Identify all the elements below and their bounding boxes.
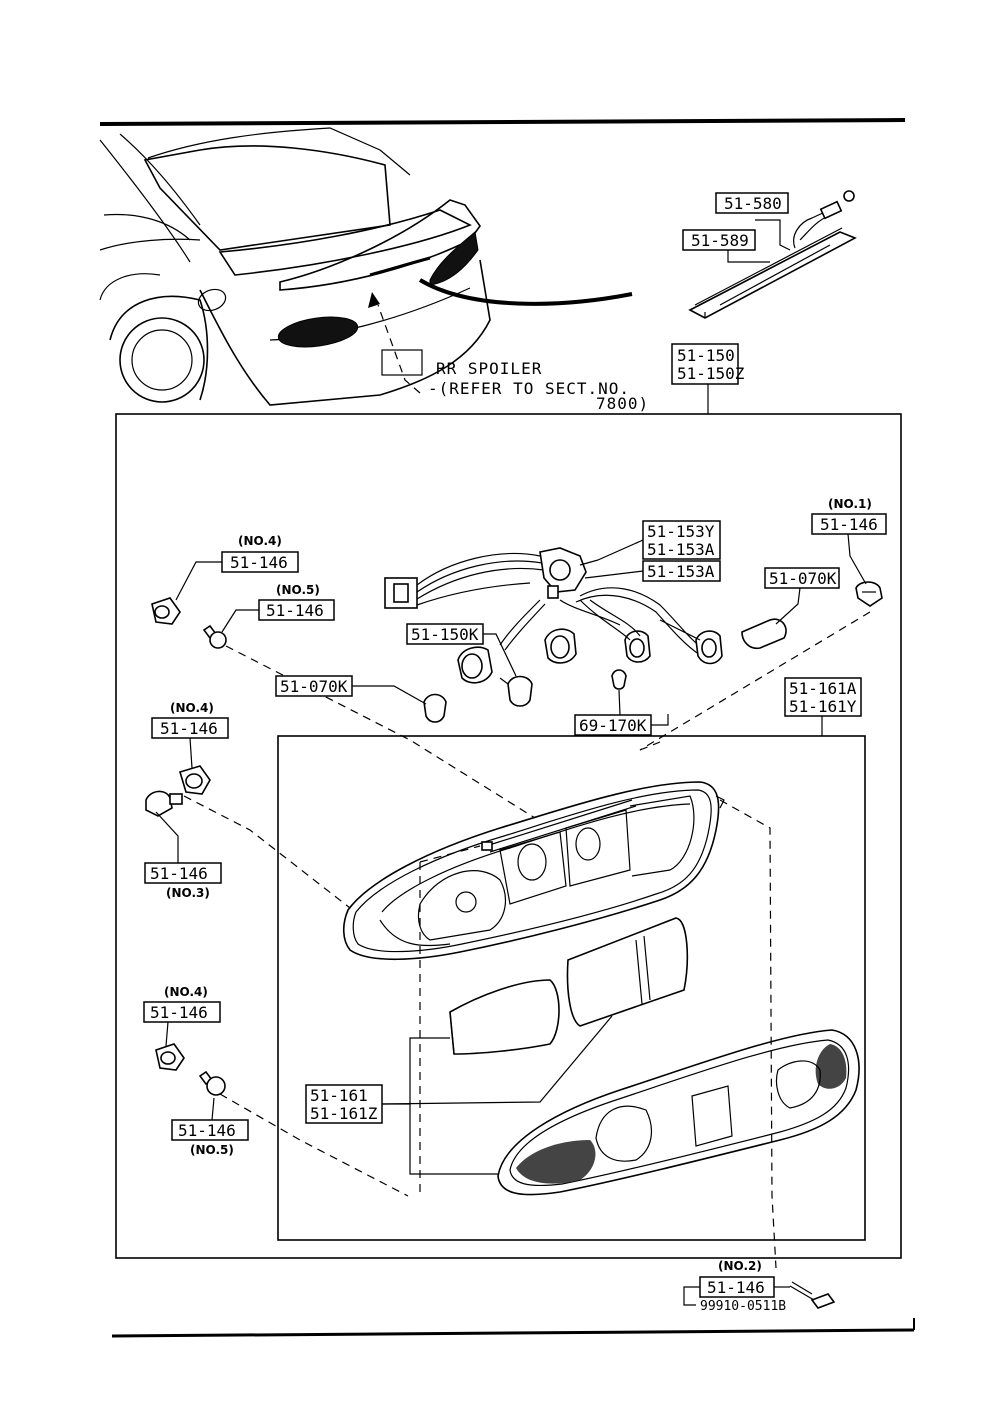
label-51-161a: 51-161A (789, 679, 857, 698)
label-51-150: 51-150 (677, 346, 735, 365)
clip-no5-top (202, 624, 227, 649)
bulb-51-070k-right (741, 618, 787, 650)
label-51-580: 51-580 (724, 194, 782, 213)
high-mount-stop-lamp (688, 190, 857, 319)
note-no4-c: (NO.4) (164, 985, 208, 999)
label-51-070k-right: 51-070K (769, 569, 837, 588)
screw-99910 (789, 1281, 836, 1309)
label-51-146-no5-a: 51-146 (266, 601, 324, 620)
label-51-161z: 51-161Z (310, 1104, 378, 1123)
lens-assembly-frame (277, 735, 866, 1241)
note-no3: (NO.3) (166, 886, 210, 900)
label-box-51-146-no5-b (171, 1119, 249, 1141)
label-51-146-no2: 51-146 (707, 1278, 765, 1297)
clip-no4-top (151, 597, 181, 625)
bulb-69-170k (611, 669, 627, 690)
note-no1: (NO.1) (828, 497, 872, 511)
label-51-153y: 51-153Y (647, 522, 715, 541)
label-box-51-146-no3 (144, 862, 222, 884)
rr-spoiler-note-line1: RR SPOILER (436, 359, 542, 378)
bottom-rule (111, 1328, 915, 1338)
clip-no4-mid (179, 765, 211, 795)
wiring-harness (384, 547, 723, 684)
clip-no1 (855, 581, 883, 607)
label-box-51-146-no1 (811, 513, 887, 535)
lens-piece-large (566, 917, 689, 1027)
rr-spoiler-note-line2: -(REFER TO SECT.NO. (428, 379, 630, 398)
label-51-146-no3: 51-146 (150, 864, 208, 883)
label-box-51-589 (682, 229, 756, 251)
note-no5-b: (NO.5) (190, 1143, 234, 1157)
label-box-51-161a (784, 677, 862, 717)
bulb-51-070k-left (423, 693, 447, 723)
note-no4-a: (NO.4) (238, 534, 282, 548)
label-51-070k-left: 51-070K (280, 677, 348, 696)
label-51-153a: 51-153A (647, 540, 715, 559)
label-51-153a-2: 51-153A (647, 562, 715, 581)
label-box-51-580 (715, 192, 789, 214)
top-rule (99, 118, 906, 126)
dashed-guides (183, 611, 871, 1269)
note-no5-a: (NO.5) (276, 583, 320, 597)
label-box-51-070k-right (764, 567, 840, 589)
label-51-146-no5-b: 51-146 (178, 1121, 236, 1140)
label-51-146-no4-b: 51-146 (160, 719, 218, 738)
label-51-161y: 51-161Y (789, 697, 857, 716)
clip-no4-low (155, 1043, 185, 1071)
bulb-51-150k (499, 675, 533, 707)
note-no4-b: (NO.4) (170, 701, 214, 715)
clip-no3 (145, 790, 183, 817)
clip-no5-low (198, 1070, 226, 1096)
label-box-51-150 (671, 343, 739, 385)
label-51-146-no4-c: 51-146 (150, 1003, 208, 1022)
label-51-150z: 51-150Z (677, 364, 745, 383)
label-51-146-no4-a: 51-146 (230, 553, 288, 572)
label-51-150k: 51-150K (411, 625, 479, 644)
outer-assembly-frame (115, 413, 902, 1259)
label-51-589: 51-589 (691, 231, 749, 250)
car-rear-illustration (99, 127, 633, 406)
label-69-170k: 69-170K (579, 716, 647, 735)
lens-piece-small (449, 979, 560, 1055)
lamp-housing (342, 781, 725, 961)
label-box-51-153y (642, 520, 721, 560)
note-no2: (NO.2) (718, 1259, 762, 1273)
label-51-161: 51-161 (310, 1086, 368, 1105)
outer-lens (497, 1029, 860, 1196)
label-99910-0511b: 99910-0511B (700, 1299, 786, 1314)
label-box-51-146-no4-c (143, 1001, 221, 1023)
label-51-146-no1: 51-146 (820, 515, 878, 534)
rr-spoiler-note-line3: 7800) (596, 394, 649, 413)
